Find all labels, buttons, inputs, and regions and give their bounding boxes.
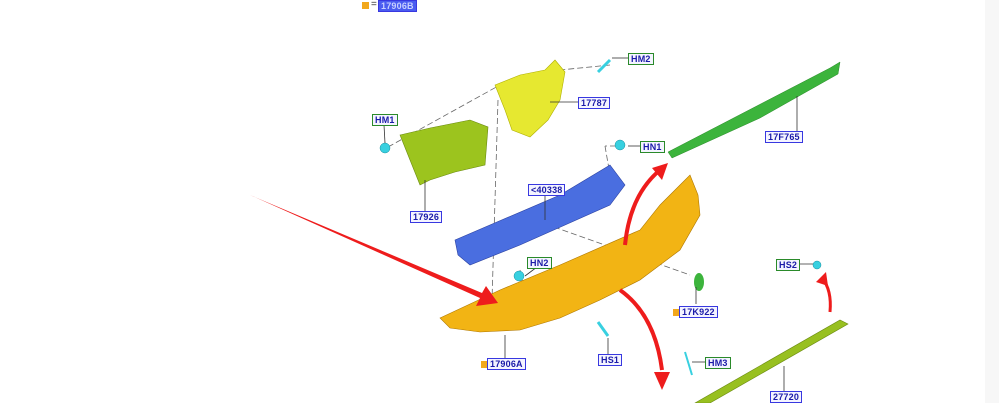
fastener-hm1-icon <box>379 142 391 154</box>
legend-part-label[interactable]: 17906B <box>378 0 417 12</box>
fastener-hn2-icon <box>513 270 525 282</box>
label-17f765[interactable]: 17F765 <box>765 131 803 143</box>
part-17f765-strip[interactable] <box>667 61 841 159</box>
fastener-hs2-icon <box>812 260 822 270</box>
17k922-swatch <box>673 309 680 316</box>
part-17906a-bumper[interactable] <box>439 174 701 333</box>
curved-arrow-down-icon <box>618 288 664 371</box>
label-hs1[interactable]: HS1 <box>598 354 623 366</box>
part-17787-bracket[interactable] <box>494 59 566 138</box>
label-hn2[interactable]: HN2 <box>527 257 552 269</box>
label-17787[interactable]: 17787 <box>578 97 611 109</box>
part-17926-side[interactable] <box>399 119 489 186</box>
label-hm1[interactable]: HM1 <box>372 114 398 126</box>
leader-lines <box>383 57 813 391</box>
legend-equals: = <box>371 0 377 10</box>
part-40338-beam[interactable] <box>454 164 626 266</box>
label-17k922[interactable]: 17K922 <box>679 306 718 318</box>
legend-color-swatch <box>362 2 369 9</box>
label-hm2[interactable]: HM2 <box>628 53 654 65</box>
pointer-arrow-icon <box>250 195 498 306</box>
label-40338[interactable]: <40338 <box>528 184 566 196</box>
fastener-hn1-icon <box>614 139 626 151</box>
fastener-hs1-icon <box>596 321 610 337</box>
fastener-hm3-icon <box>684 351 693 376</box>
fastener-hm2-icon <box>596 58 612 74</box>
part-27720-rail[interactable] <box>694 319 849 403</box>
label-hs2[interactable]: HS2 <box>776 259 801 271</box>
curved-arrow-up-icon <box>623 168 662 246</box>
part-17k922[interactable] <box>694 273 704 291</box>
red-arrows <box>250 163 832 390</box>
label-hn1[interactable]: HN1 <box>640 141 665 153</box>
label-17926[interactable]: 17926 <box>410 211 443 223</box>
17906a-swatch <box>481 361 488 368</box>
label-27720[interactable]: 27720 <box>770 391 803 403</box>
label-17906a[interactable]: 17906A <box>487 358 526 370</box>
label-hm3[interactable]: HM3 <box>705 357 731 369</box>
scrollbar[interactable] <box>985 0 999 403</box>
fasteners <box>379 58 822 376</box>
